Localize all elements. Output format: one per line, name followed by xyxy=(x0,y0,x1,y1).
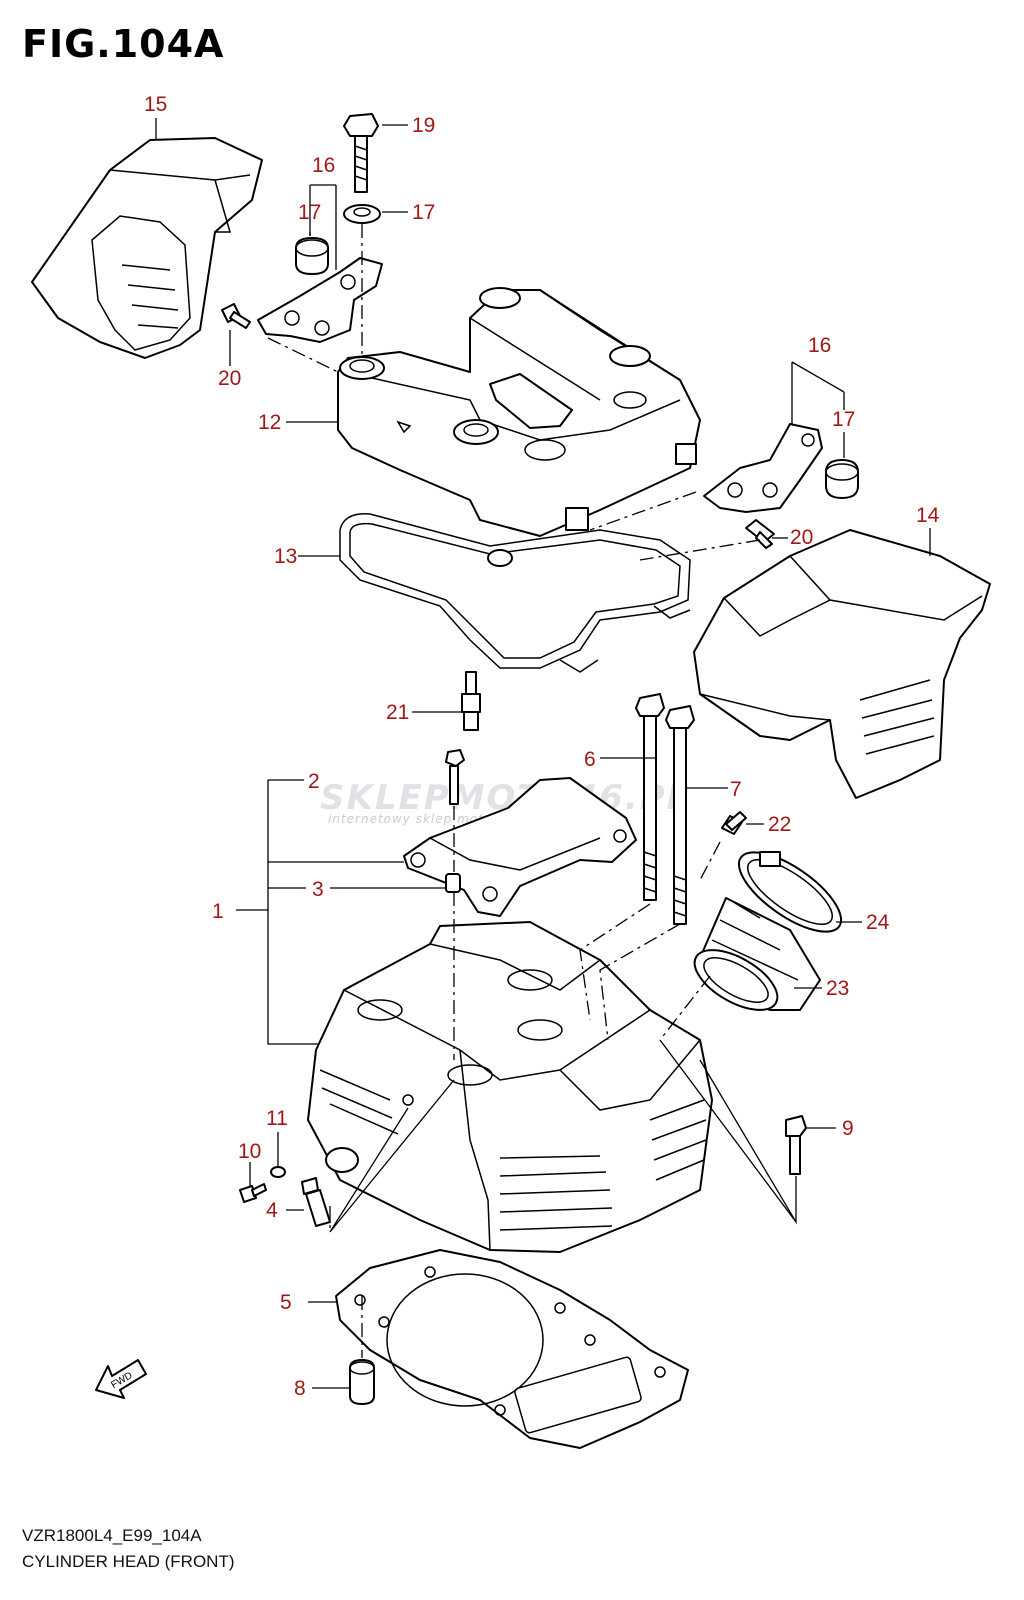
part-10-bolt xyxy=(239,1183,267,1203)
callout-12: 12 xyxy=(258,411,281,434)
part-5-head-gasket xyxy=(335,1249,689,1449)
part-16-bracket-left xyxy=(257,257,383,343)
callout-17-right: 17 xyxy=(832,408,855,431)
part-9-bolt xyxy=(785,1115,807,1175)
part-11-washer xyxy=(270,1166,286,1178)
part-2-camshaft-holder xyxy=(403,749,637,917)
figure-caption: CYLINDER HEAD (FRONT) xyxy=(22,1552,235,1571)
callout-15: 15 xyxy=(144,93,167,116)
part-20-bolt-right xyxy=(745,519,775,549)
part-12-head-cover xyxy=(337,287,701,537)
part-7-stud xyxy=(665,705,695,925)
callout-2: 2 xyxy=(308,770,320,793)
part-16-bracket-right xyxy=(703,423,823,513)
callout-11: 11 xyxy=(266,1107,288,1130)
callout-17-left: 17 xyxy=(298,201,321,224)
callout-7: 7 xyxy=(730,778,742,801)
callout-21: 21 xyxy=(386,701,409,724)
leader-lines xyxy=(155,118,931,1389)
part-1-cylinder-head xyxy=(307,921,713,1253)
part-6-stud xyxy=(635,693,665,901)
callout-3: 3 xyxy=(312,878,324,901)
alignment-lines xyxy=(267,224,761,1358)
callout-numbers: 15 19 17 16 17 20 12 13 16 17 20 14 21 2… xyxy=(144,93,940,1400)
callout-14: 14 xyxy=(916,504,940,527)
part-15-cover-left xyxy=(31,137,263,359)
callout-9: 9 xyxy=(842,1117,854,1140)
part-20-bolt-left xyxy=(221,303,251,329)
callout-16-right: 16 xyxy=(808,334,831,357)
part-13-gasket xyxy=(339,513,691,673)
part-8-dowel xyxy=(349,1359,375,1405)
part-3-dowel xyxy=(445,873,461,893)
callout-13: 13 xyxy=(274,545,297,568)
callout-10: 10 xyxy=(238,1140,261,1163)
callout-23: 22 xyxy=(768,813,791,836)
callout-20-left: 20 xyxy=(218,367,241,390)
fwd-arrow-icon: FWD xyxy=(95,1359,147,1399)
part-14-cover-right xyxy=(693,529,991,799)
callout-16-left: 16 xyxy=(312,154,335,177)
callout-1: 1 xyxy=(212,900,224,923)
figure-title: FIG.104A xyxy=(22,22,225,66)
callout-19: 19 xyxy=(412,114,435,137)
callout-24: 24 xyxy=(866,911,890,934)
figure-code: VZR1800L4_E99_104A xyxy=(22,1526,202,1545)
callout-5: 5 xyxy=(280,1291,292,1314)
part-4-valve-guide xyxy=(301,1177,331,1227)
part-23-screw xyxy=(721,811,747,835)
part-22-intake-pipe xyxy=(693,897,821,1011)
callout-6: 6 xyxy=(584,748,596,771)
callout-4: 4 xyxy=(266,1199,278,1222)
callout-20-right: 20 xyxy=(790,526,813,549)
part-17-grommet-right xyxy=(825,459,859,499)
part-24-clamp xyxy=(737,851,843,933)
part-17-grommet-left xyxy=(295,237,329,275)
callout-22: 23 xyxy=(826,977,849,1000)
part-18-washer xyxy=(343,204,381,224)
part-19-bolt xyxy=(343,113,379,193)
callout-8: 8 xyxy=(294,1377,306,1400)
part-21-spark-plug xyxy=(461,671,481,731)
callout-18: 17 xyxy=(412,201,435,224)
